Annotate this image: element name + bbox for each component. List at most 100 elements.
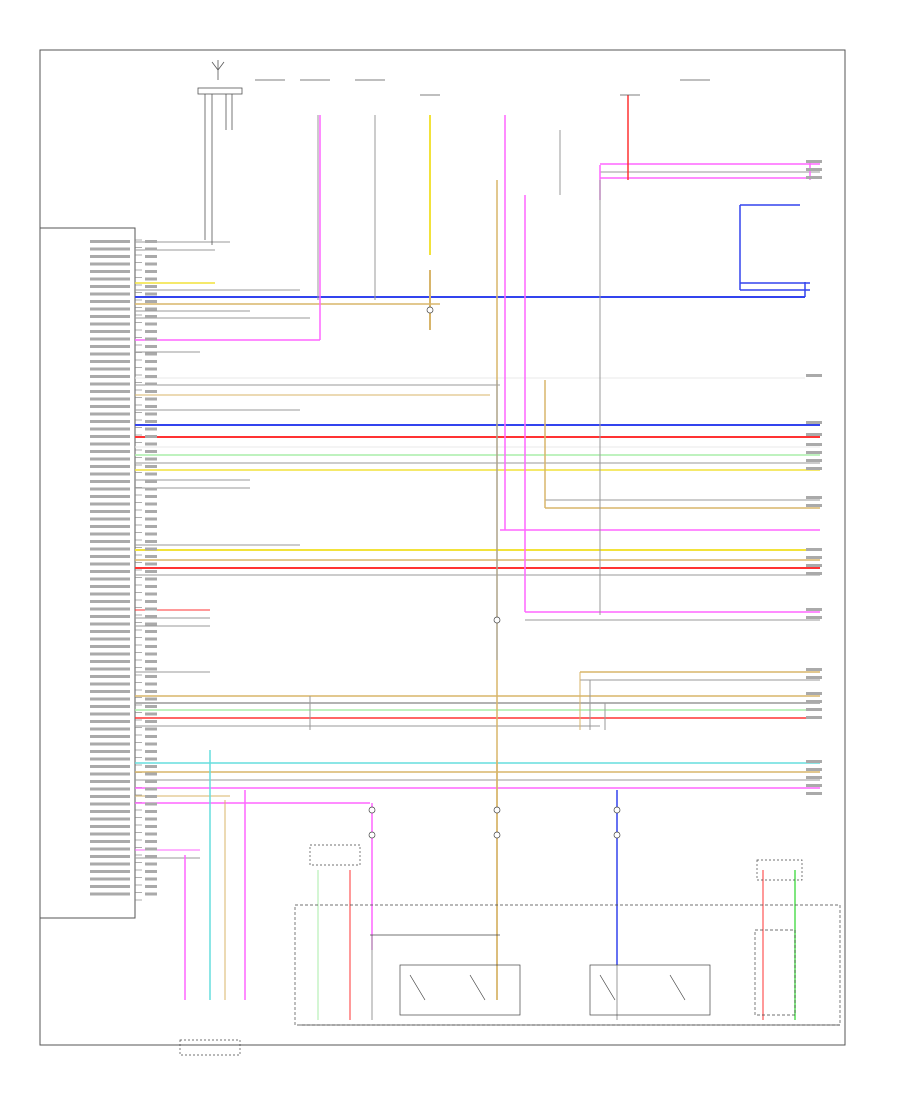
label-mark-58 — [90, 675, 130, 678]
label-mark-261 — [806, 676, 822, 679]
radio-unit-pins — [135, 239, 142, 901]
label-mark-174 — [145, 885, 157, 888]
label-mark-73 — [90, 787, 130, 791]
label-mark-99 — [145, 322, 157, 326]
label-mark-125 — [145, 517, 157, 521]
label-mark-134 — [145, 585, 157, 588]
label-mark-124 — [145, 510, 157, 513]
label-mark-101 — [145, 337, 157, 341]
label-mark-63 — [90, 712, 130, 716]
label-mark-71 — [90, 772, 130, 776]
label-mark-51 — [90, 622, 130, 626]
label-mark-49 — [90, 607, 130, 611]
label-mark-143 — [145, 652, 157, 656]
label-mark-32 — [90, 480, 130, 483]
label-mark-85 — [90, 877, 130, 881]
connector-0 — [368, 806, 376, 814]
label-mark-14 — [90, 345, 130, 348]
label-mark-171 — [145, 862, 157, 866]
label-mark-74 — [90, 795, 130, 798]
label-mark-175 — [145, 892, 157, 896]
label-mark-87 — [90, 892, 130, 896]
label-mark-10 — [90, 315, 130, 318]
label-mark-102 — [145, 345, 157, 348]
label-mark-146 — [145, 675, 157, 678]
label-mark-253 — [806, 504, 822, 507]
label-mark-56 — [90, 660, 130, 663]
label-mark-127 — [145, 532, 157, 536]
label-mark-113 — [145, 427, 157, 431]
label-mark-147 — [145, 682, 157, 686]
label-mark-69 — [90, 757, 130, 761]
label-mark-29 — [90, 457, 130, 461]
label-mark-267 — [806, 768, 822, 771]
label-mark-266 — [806, 760, 822, 763]
label-mark-76 — [90, 810, 130, 813]
vertical-wires — [184, 95, 811, 1020]
label-mark-70 — [90, 765, 130, 768]
radio-unit-box — [39, 227, 136, 919]
label-mark-138 — [145, 615, 157, 618]
label-mark-247 — [806, 433, 822, 436]
label-mark-89 — [145, 247, 157, 251]
label-mark-83 — [90, 862, 130, 866]
label-mark-81 — [90, 847, 130, 851]
label-mark-46 — [90, 585, 130, 588]
label-mark-244 — [806, 176, 822, 179]
label-mark-0 — [90, 240, 130, 243]
label-mark-35 — [90, 502, 130, 506]
label-mark-136 — [145, 600, 157, 603]
label-mark-98 — [145, 315, 157, 318]
label-mark-25 — [90, 427, 130, 431]
label-mark-31 — [90, 472, 130, 476]
label-mark-47 — [90, 592, 130, 596]
label-mark-114 — [145, 435, 157, 438]
label-mark-7 — [90, 292, 130, 296]
label-mark-268 — [806, 776, 822, 779]
label-mark-19 — [90, 382, 130, 386]
label-mark-251 — [806, 467, 822, 470]
label-mark-118 — [145, 465, 157, 468]
label-mark-109 — [145, 397, 157, 401]
label-mark-82 — [90, 855, 130, 858]
label-mark-103 — [145, 352, 157, 356]
label-mark-133 — [145, 577, 157, 581]
label-mark-145 — [145, 667, 157, 671]
label-mark-20 — [90, 390, 130, 393]
label-mark-43 — [90, 562, 130, 566]
label-mark-30 — [90, 465, 130, 468]
label-mark-264 — [806, 708, 822, 711]
label-mark-159 — [145, 772, 157, 776]
label-mark-152 — [145, 720, 157, 723]
label-mark-92 — [145, 270, 157, 273]
label-mark-166 — [145, 825, 157, 828]
label-mark-84 — [90, 870, 130, 873]
label-mark-78 — [90, 825, 130, 828]
connector-5 — [613, 831, 621, 839]
label-mark-141 — [145, 637, 157, 641]
label-mark-173 — [145, 877, 157, 881]
label-mark-77 — [90, 817, 130, 821]
label-mark-40 — [90, 540, 130, 543]
label-mark-94 — [145, 285, 157, 288]
connector-7 — [426, 306, 434, 314]
label-mark-57 — [90, 667, 130, 671]
label-mark-156 — [145, 750, 157, 753]
label-mark-105 — [145, 367, 157, 371]
label-mark-22 — [90, 405, 130, 408]
label-mark-139 — [145, 622, 157, 626]
label-mark-262 — [806, 692, 822, 695]
label-mark-97 — [145, 307, 157, 311]
label-mark-137 — [145, 607, 157, 611]
label-mark-172 — [145, 870, 157, 873]
connector-6 — [493, 616, 501, 624]
connector-2 — [613, 806, 621, 814]
label-mark-111 — [145, 412, 157, 416]
connector-4 — [493, 831, 501, 839]
label-mark-44 — [90, 570, 130, 573]
label-mark-256 — [806, 564, 822, 567]
label-mark-167 — [145, 832, 157, 836]
label-mark-60 — [90, 690, 130, 693]
label-mark-15 — [90, 352, 130, 356]
label-mark-4 — [90, 270, 130, 273]
